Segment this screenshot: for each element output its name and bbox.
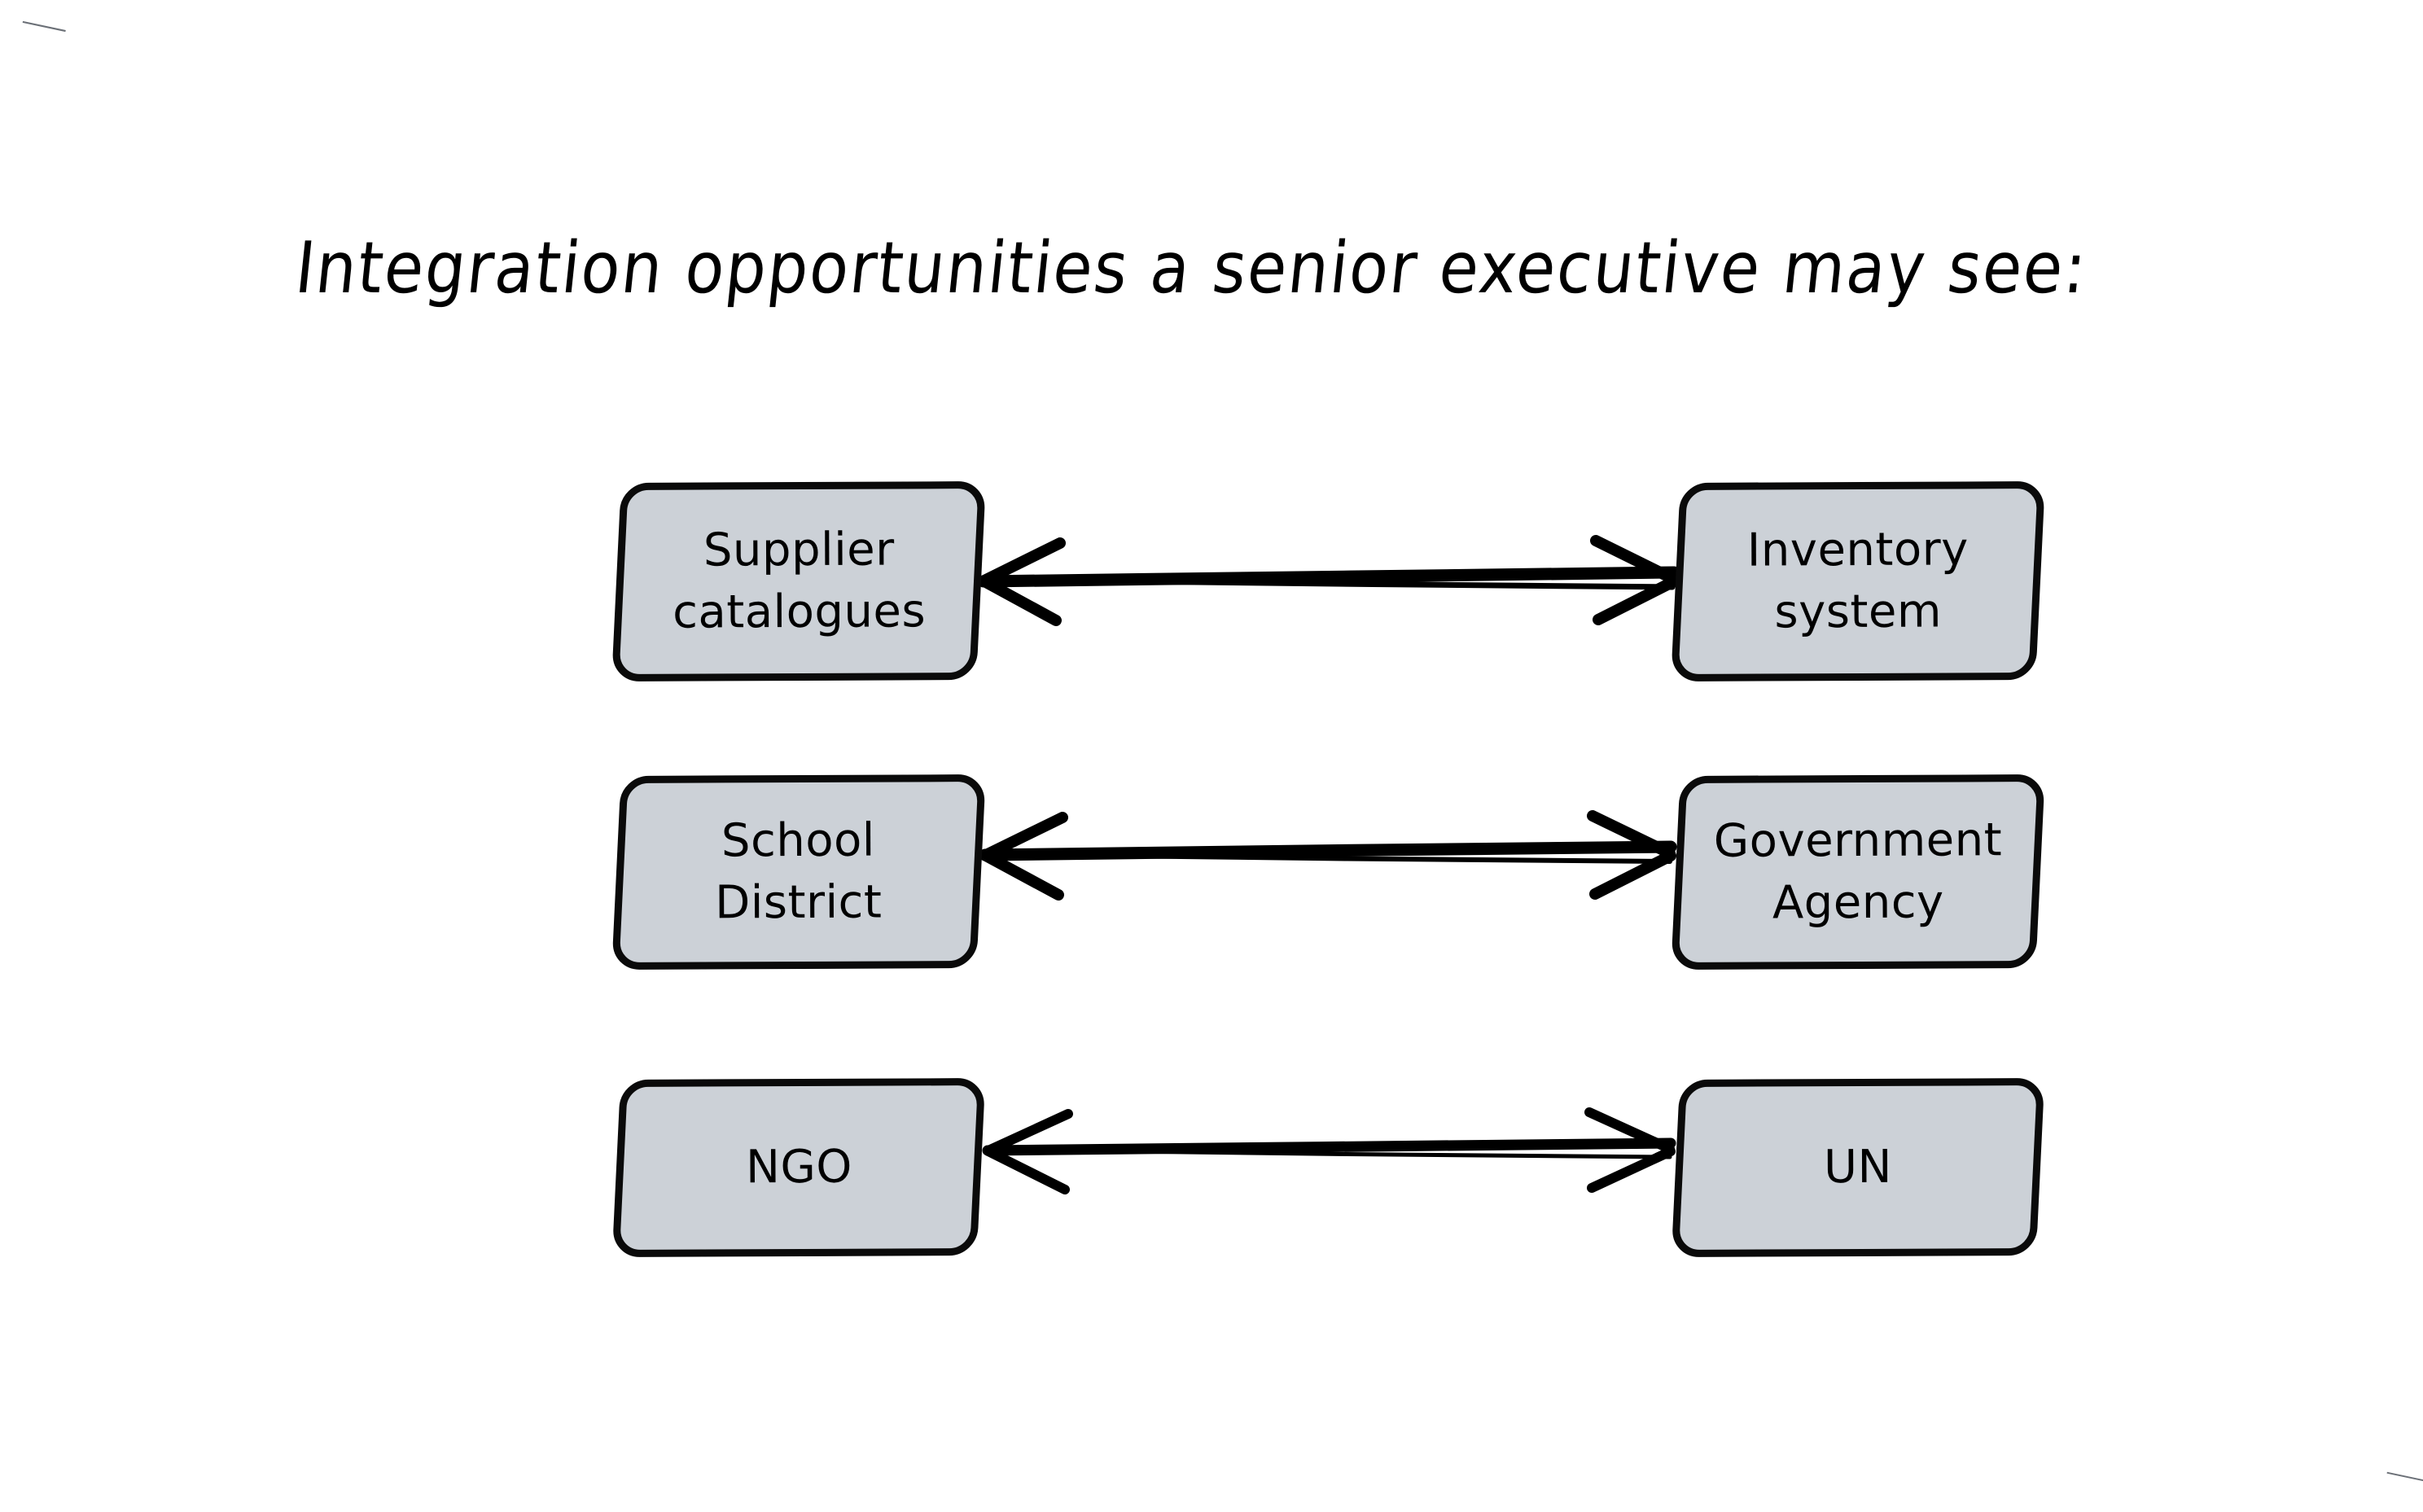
node-inventory-system[interactable]: Inventory system (1671, 481, 2045, 681)
top-left-speckle-artifact: ⸺ (18, 4, 71, 46)
arrow-school-district-to-government-agency (979, 810, 1677, 901)
node-un-label: UN (1823, 1141, 1893, 1194)
node-government-agency-label: Government Agency (1713, 813, 2003, 930)
arrow-ngo-to-un (982, 1107, 1676, 1194)
node-ngo[interactable]: NGO (611, 1078, 986, 1257)
node-supplier-catalogues[interactable]: Supplier catalogues (611, 481, 986, 681)
node-ngo-label: NGO (745, 1140, 852, 1194)
bottom-right-speckle-artifact: ⸺ (2383, 1457, 2423, 1494)
arrow-supplier-catalogues-to-inventory-system (977, 535, 1680, 626)
node-school-district-label: School District (715, 814, 883, 930)
node-school-district[interactable]: School District (611, 774, 986, 970)
node-supplier-catalogues-label: Supplier catalogues (672, 523, 926, 639)
node-un[interactable]: UN (1671, 1078, 2045, 1257)
node-inventory-system-label: Inventory system (1746, 523, 1969, 639)
node-government-agency[interactable]: Government Agency (1671, 774, 2045, 970)
page-title: Integration opportunities a senior execu… (291, 227, 2092, 310)
